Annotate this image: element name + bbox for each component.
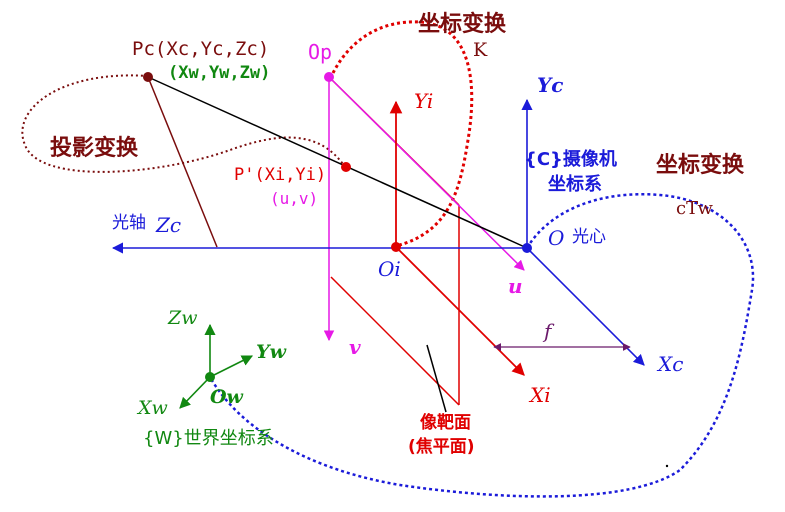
label-oi: Oi xyxy=(378,257,401,281)
label-ow: Ow xyxy=(210,386,244,408)
point-o xyxy=(522,243,532,253)
label-world-frame: {W}世界坐标系 xyxy=(143,428,274,449)
xw-axis xyxy=(179,376,211,409)
label-o: O xyxy=(548,226,564,250)
label-xi: Xi xyxy=(528,383,551,407)
label-optical-center: 光心 xyxy=(572,227,606,247)
label-zw: Zw xyxy=(167,307,197,329)
point-op xyxy=(324,72,334,82)
pc-drop-line xyxy=(147,76,218,248)
label-v: v xyxy=(349,335,361,359)
point-ow xyxy=(205,372,215,382)
label-image-plane-1: 像靶面 xyxy=(420,412,471,433)
transform-k-loop xyxy=(331,20,474,248)
label-yw: Yw xyxy=(256,341,287,363)
label-uv: (u,v) xyxy=(270,189,318,208)
label-image-plane-2: (焦平面) xyxy=(408,436,475,457)
point-oi xyxy=(391,242,401,252)
label-xc: Xc xyxy=(656,352,683,376)
label-zc: Zc xyxy=(155,213,181,237)
label-op: Op xyxy=(308,40,332,64)
stray-dot xyxy=(665,464,669,468)
label-pw: (Xw,Yw,Zw) xyxy=(168,63,270,83)
label-u: u xyxy=(508,274,523,298)
label-yc: Yc xyxy=(537,73,563,97)
image-plane-leader xyxy=(426,344,447,413)
label-right-transform: 坐标变换 xyxy=(656,152,745,178)
label-camera-frame-2: 坐标系 xyxy=(548,173,602,195)
xi-axis xyxy=(395,246,525,376)
yw-axis xyxy=(209,355,254,378)
label-top-k: K xyxy=(473,39,488,61)
label-yi: Yi xyxy=(414,89,433,113)
label-f: f xyxy=(542,319,555,343)
label-top-transform: 坐标变换 xyxy=(418,11,507,37)
label-xw: Xw xyxy=(136,397,168,419)
label-camera-frame-1: {C}摄像机 xyxy=(524,148,617,170)
transform-ctw-loop xyxy=(208,193,755,498)
label-projection: 投影变换 xyxy=(50,135,139,161)
u-axis xyxy=(328,76,525,271)
point-pprime xyxy=(341,162,351,172)
label-ctw: cTw xyxy=(676,198,713,219)
point-pc xyxy=(143,72,153,82)
projection-ray xyxy=(147,76,528,249)
label-pc: Pc(Xc,Yc,Zc) xyxy=(132,38,269,60)
label-optical-axis: 光轴 xyxy=(112,213,146,233)
label-pprime: P'(Xi,Yi) xyxy=(234,165,326,185)
